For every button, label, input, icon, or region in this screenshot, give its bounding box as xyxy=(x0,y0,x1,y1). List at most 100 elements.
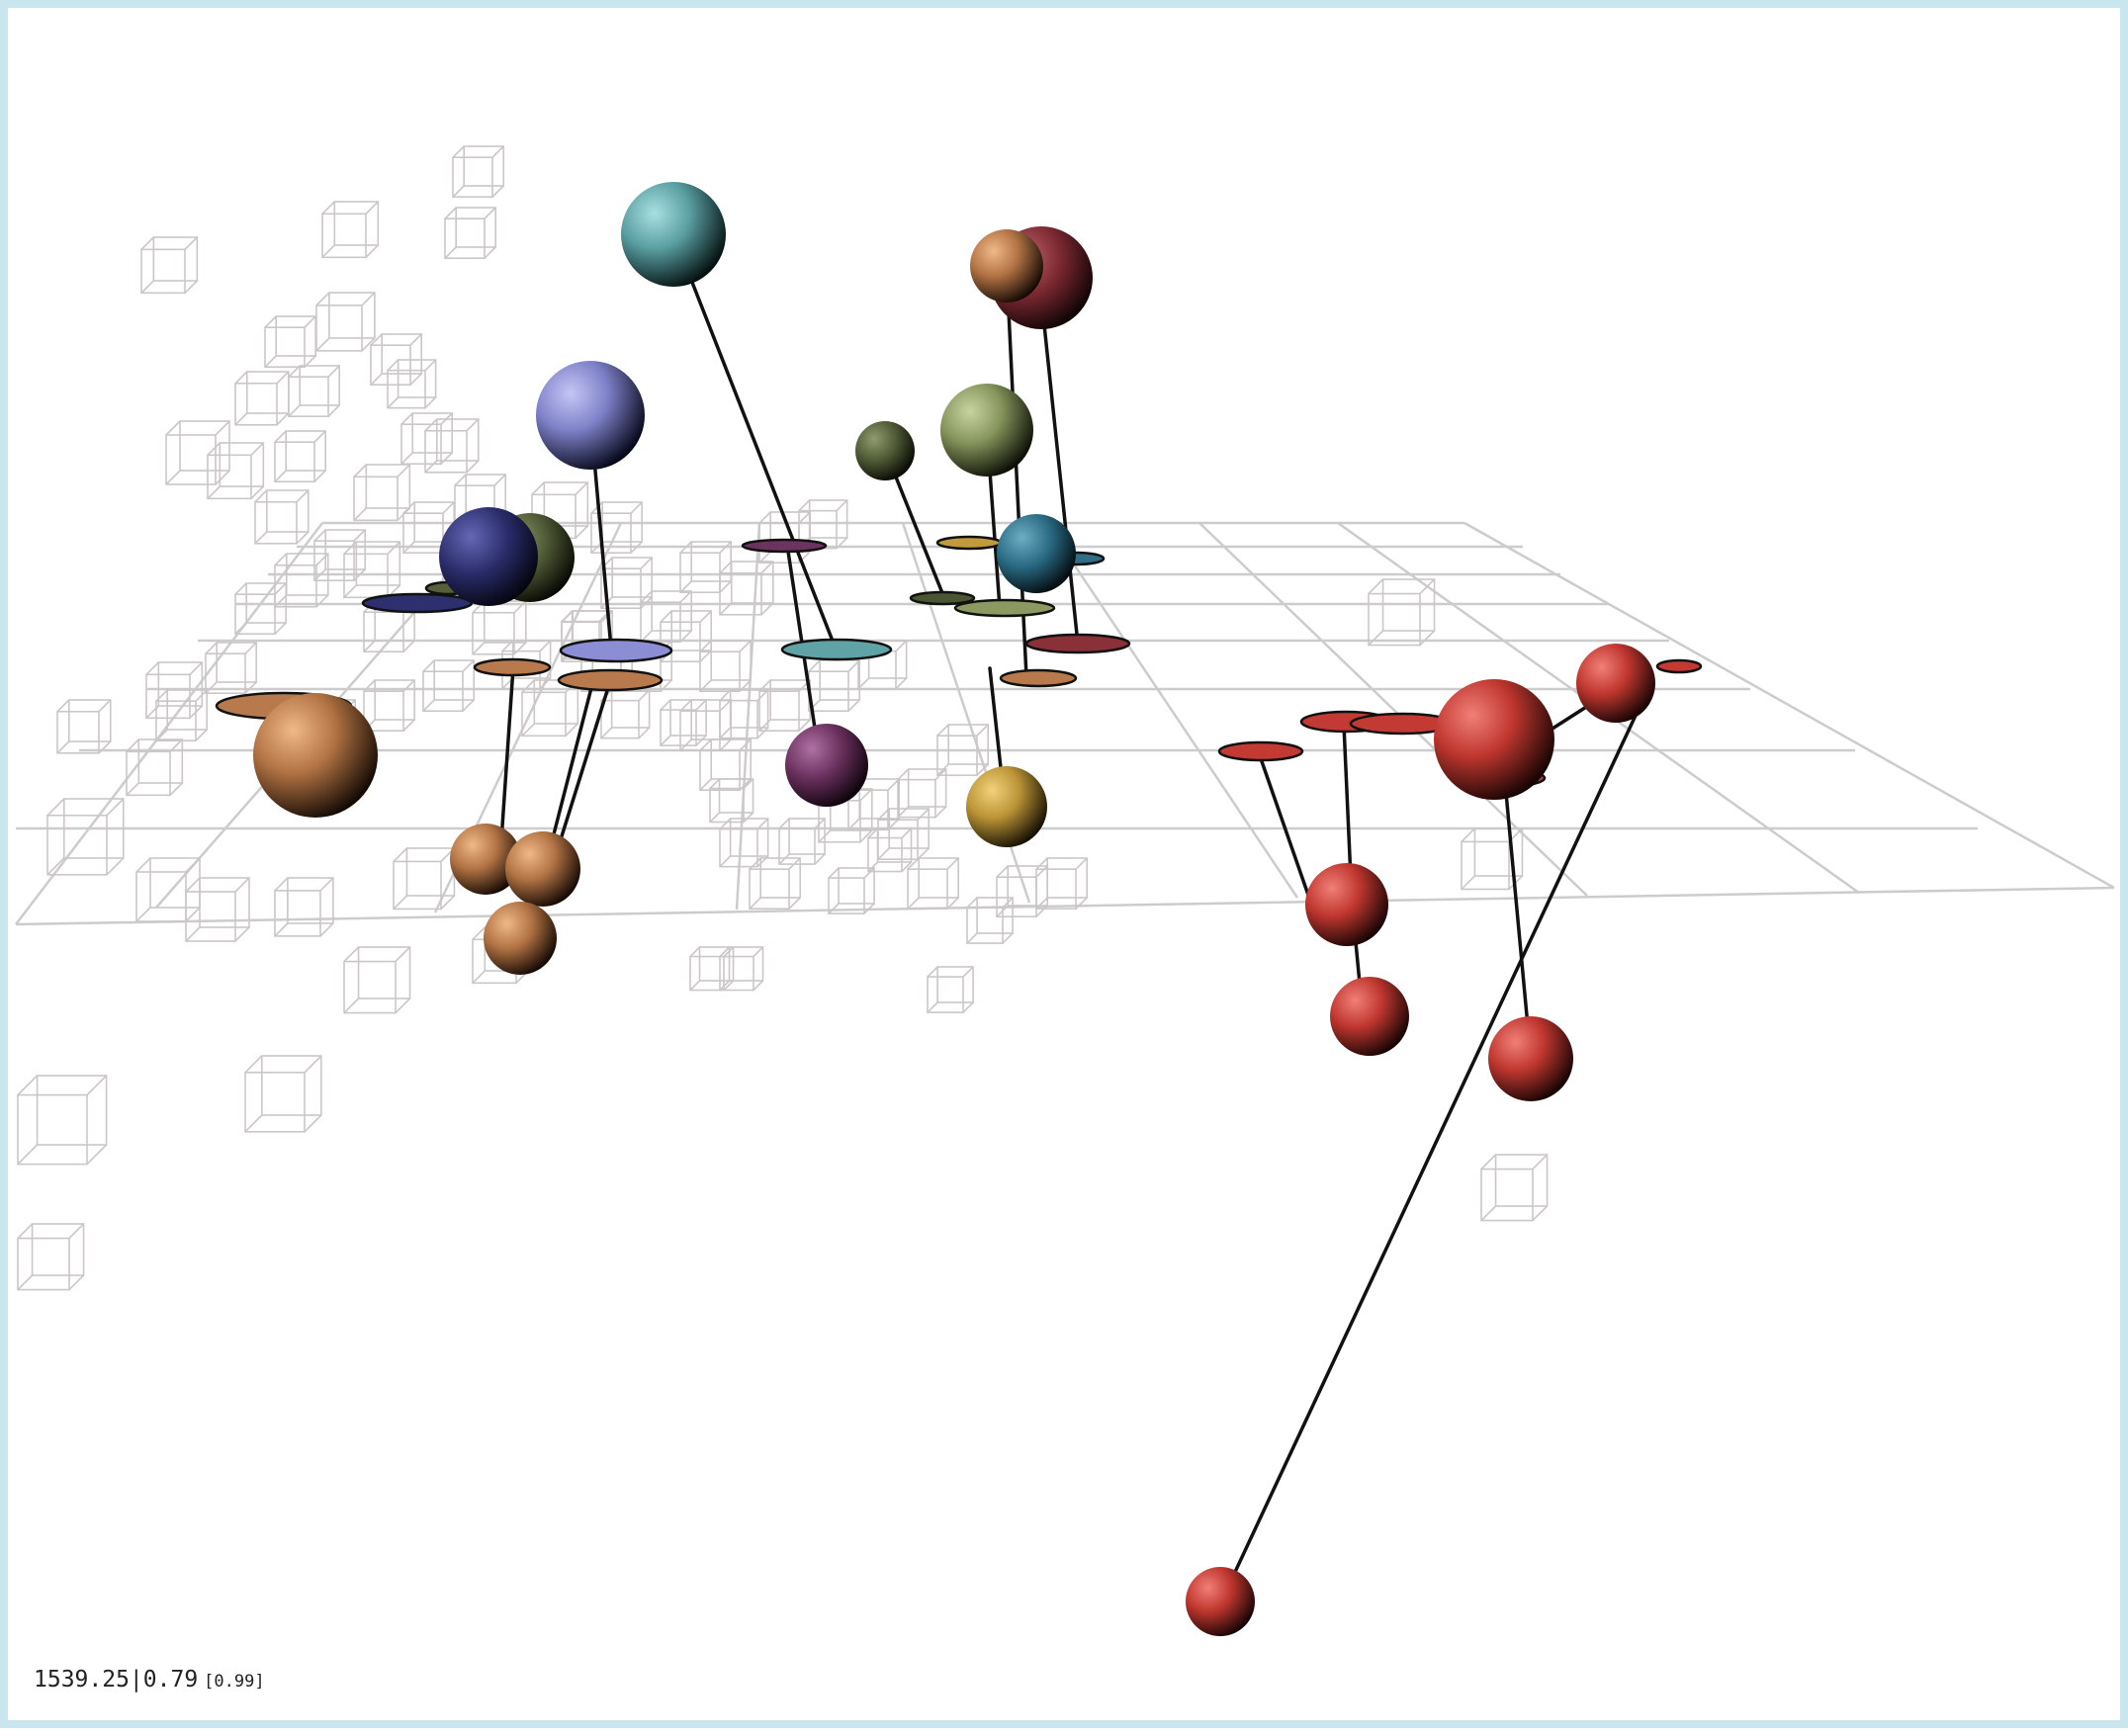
wireframe-box xyxy=(719,946,764,992)
wireframe-box xyxy=(313,529,367,582)
wireframe-box xyxy=(927,966,974,1013)
sphere-marker[interactable] xyxy=(997,514,1076,593)
wireframe-box xyxy=(387,359,437,409)
wireframe-box xyxy=(400,412,454,466)
ground-shadow xyxy=(999,668,1078,688)
sphere-marker[interactable] xyxy=(536,361,645,470)
sphere-marker[interactable] xyxy=(785,724,868,807)
sphere-marker[interactable] xyxy=(940,384,1033,477)
wireframe-box xyxy=(1480,1154,1549,1222)
ground-shadow xyxy=(1024,633,1131,654)
sphere-marker[interactable] xyxy=(484,902,557,975)
wireframe-box xyxy=(897,768,947,819)
wireframe-box xyxy=(274,430,327,483)
wireframe-box xyxy=(321,201,380,259)
wireframe-box xyxy=(46,798,125,876)
ground-shadow xyxy=(1655,658,1703,674)
wireframe-box xyxy=(155,689,208,742)
wireframe-box xyxy=(343,541,401,599)
wireframe-box xyxy=(422,659,476,713)
ground-shadow xyxy=(909,590,976,606)
wireframe-box xyxy=(1035,857,1088,911)
wireframe-box xyxy=(207,442,265,500)
wireframe-box xyxy=(1461,827,1524,891)
wireframe-box xyxy=(363,679,416,733)
ground-shadow xyxy=(559,638,673,663)
wireframe-box xyxy=(719,561,774,616)
wireframe-box xyxy=(709,778,754,824)
wireframe-box xyxy=(244,1055,322,1133)
status-readout: 1539.25|0.79[0.99] xyxy=(34,1667,265,1693)
wireframe-box xyxy=(185,877,250,942)
sphere-marker[interactable] xyxy=(253,693,378,818)
wireframe-box xyxy=(600,689,651,739)
wireframe-box xyxy=(867,827,913,873)
wireframe-box xyxy=(288,365,341,418)
wireframe-box xyxy=(907,857,960,911)
wireframe-box xyxy=(315,292,376,352)
wireframe-box xyxy=(808,659,861,713)
sphere-marker[interactable] xyxy=(1186,1567,1255,1636)
sphere-markers[interactable] xyxy=(253,182,1655,1636)
wireframe-box xyxy=(205,642,257,695)
wireframe-box xyxy=(234,582,287,636)
wireframe-box xyxy=(778,818,826,865)
ground-shadow xyxy=(473,657,552,677)
wireframe-box xyxy=(264,315,317,369)
wireframe-box xyxy=(393,847,456,911)
sphere-marker[interactable] xyxy=(1576,644,1655,723)
sphere-marker[interactable] xyxy=(439,507,538,606)
status-primary: 1539.25|0.79 xyxy=(34,1667,199,1693)
wireframe-box xyxy=(472,600,527,655)
sphere-marker[interactable] xyxy=(1305,863,1388,946)
wireframe-box xyxy=(274,877,334,937)
wireframe-box xyxy=(424,418,480,474)
wireframe-box xyxy=(234,371,290,426)
status-secondary: [0.99] xyxy=(204,1672,265,1692)
wireframe-box xyxy=(370,333,423,387)
wireframe-box xyxy=(17,1223,85,1291)
sphere-marker[interactable] xyxy=(621,182,726,287)
wireframe-box xyxy=(343,946,411,1014)
ground-shadow xyxy=(361,592,474,614)
sphere-marker[interactable] xyxy=(1330,977,1409,1056)
sphere-marker[interactable] xyxy=(505,831,580,907)
wireframe-box xyxy=(699,640,753,693)
ground-shadow xyxy=(1217,740,1304,762)
wireframe-box xyxy=(17,1075,108,1166)
wireframe-box xyxy=(452,145,505,198)
scene-canvas[interactable] xyxy=(8,8,2128,1736)
ground-shadow xyxy=(741,538,828,554)
sphere-marker[interactable] xyxy=(1434,679,1554,800)
wireframe-box xyxy=(966,897,1014,944)
ground-shadow xyxy=(953,598,1056,618)
wireframe-box xyxy=(1368,578,1436,647)
wireframe-box xyxy=(877,808,931,861)
wireframe-box xyxy=(689,946,735,992)
wireframe-box xyxy=(140,236,199,295)
sphere-marker[interactable] xyxy=(970,229,1043,303)
sphere-marker[interactable] xyxy=(1488,1016,1573,1101)
ground-shadow xyxy=(780,638,893,661)
wireframe-box xyxy=(679,541,733,594)
wireframe-box xyxy=(254,489,310,545)
wireframe-box xyxy=(758,679,812,733)
wireframe-box xyxy=(444,207,497,259)
wireframe-box xyxy=(936,724,990,777)
wireframe-box xyxy=(274,553,329,608)
wireframe-box xyxy=(353,464,411,522)
marker-stems xyxy=(498,232,1649,1604)
wireframe-box xyxy=(660,699,707,746)
sphere-marker[interactable] xyxy=(450,824,521,895)
sphere-marker[interactable] xyxy=(966,766,1047,847)
wireframe-box xyxy=(600,557,654,610)
wireframe-box xyxy=(135,857,201,922)
wireframe-box xyxy=(145,661,204,720)
wireframe-box xyxy=(749,857,802,911)
wireframe-box xyxy=(126,738,184,797)
wireframe-box-cloud xyxy=(17,145,1549,1291)
wireframe-box xyxy=(165,420,230,485)
sphere-marker[interactable] xyxy=(855,421,915,480)
wireframe-box xyxy=(56,699,112,754)
